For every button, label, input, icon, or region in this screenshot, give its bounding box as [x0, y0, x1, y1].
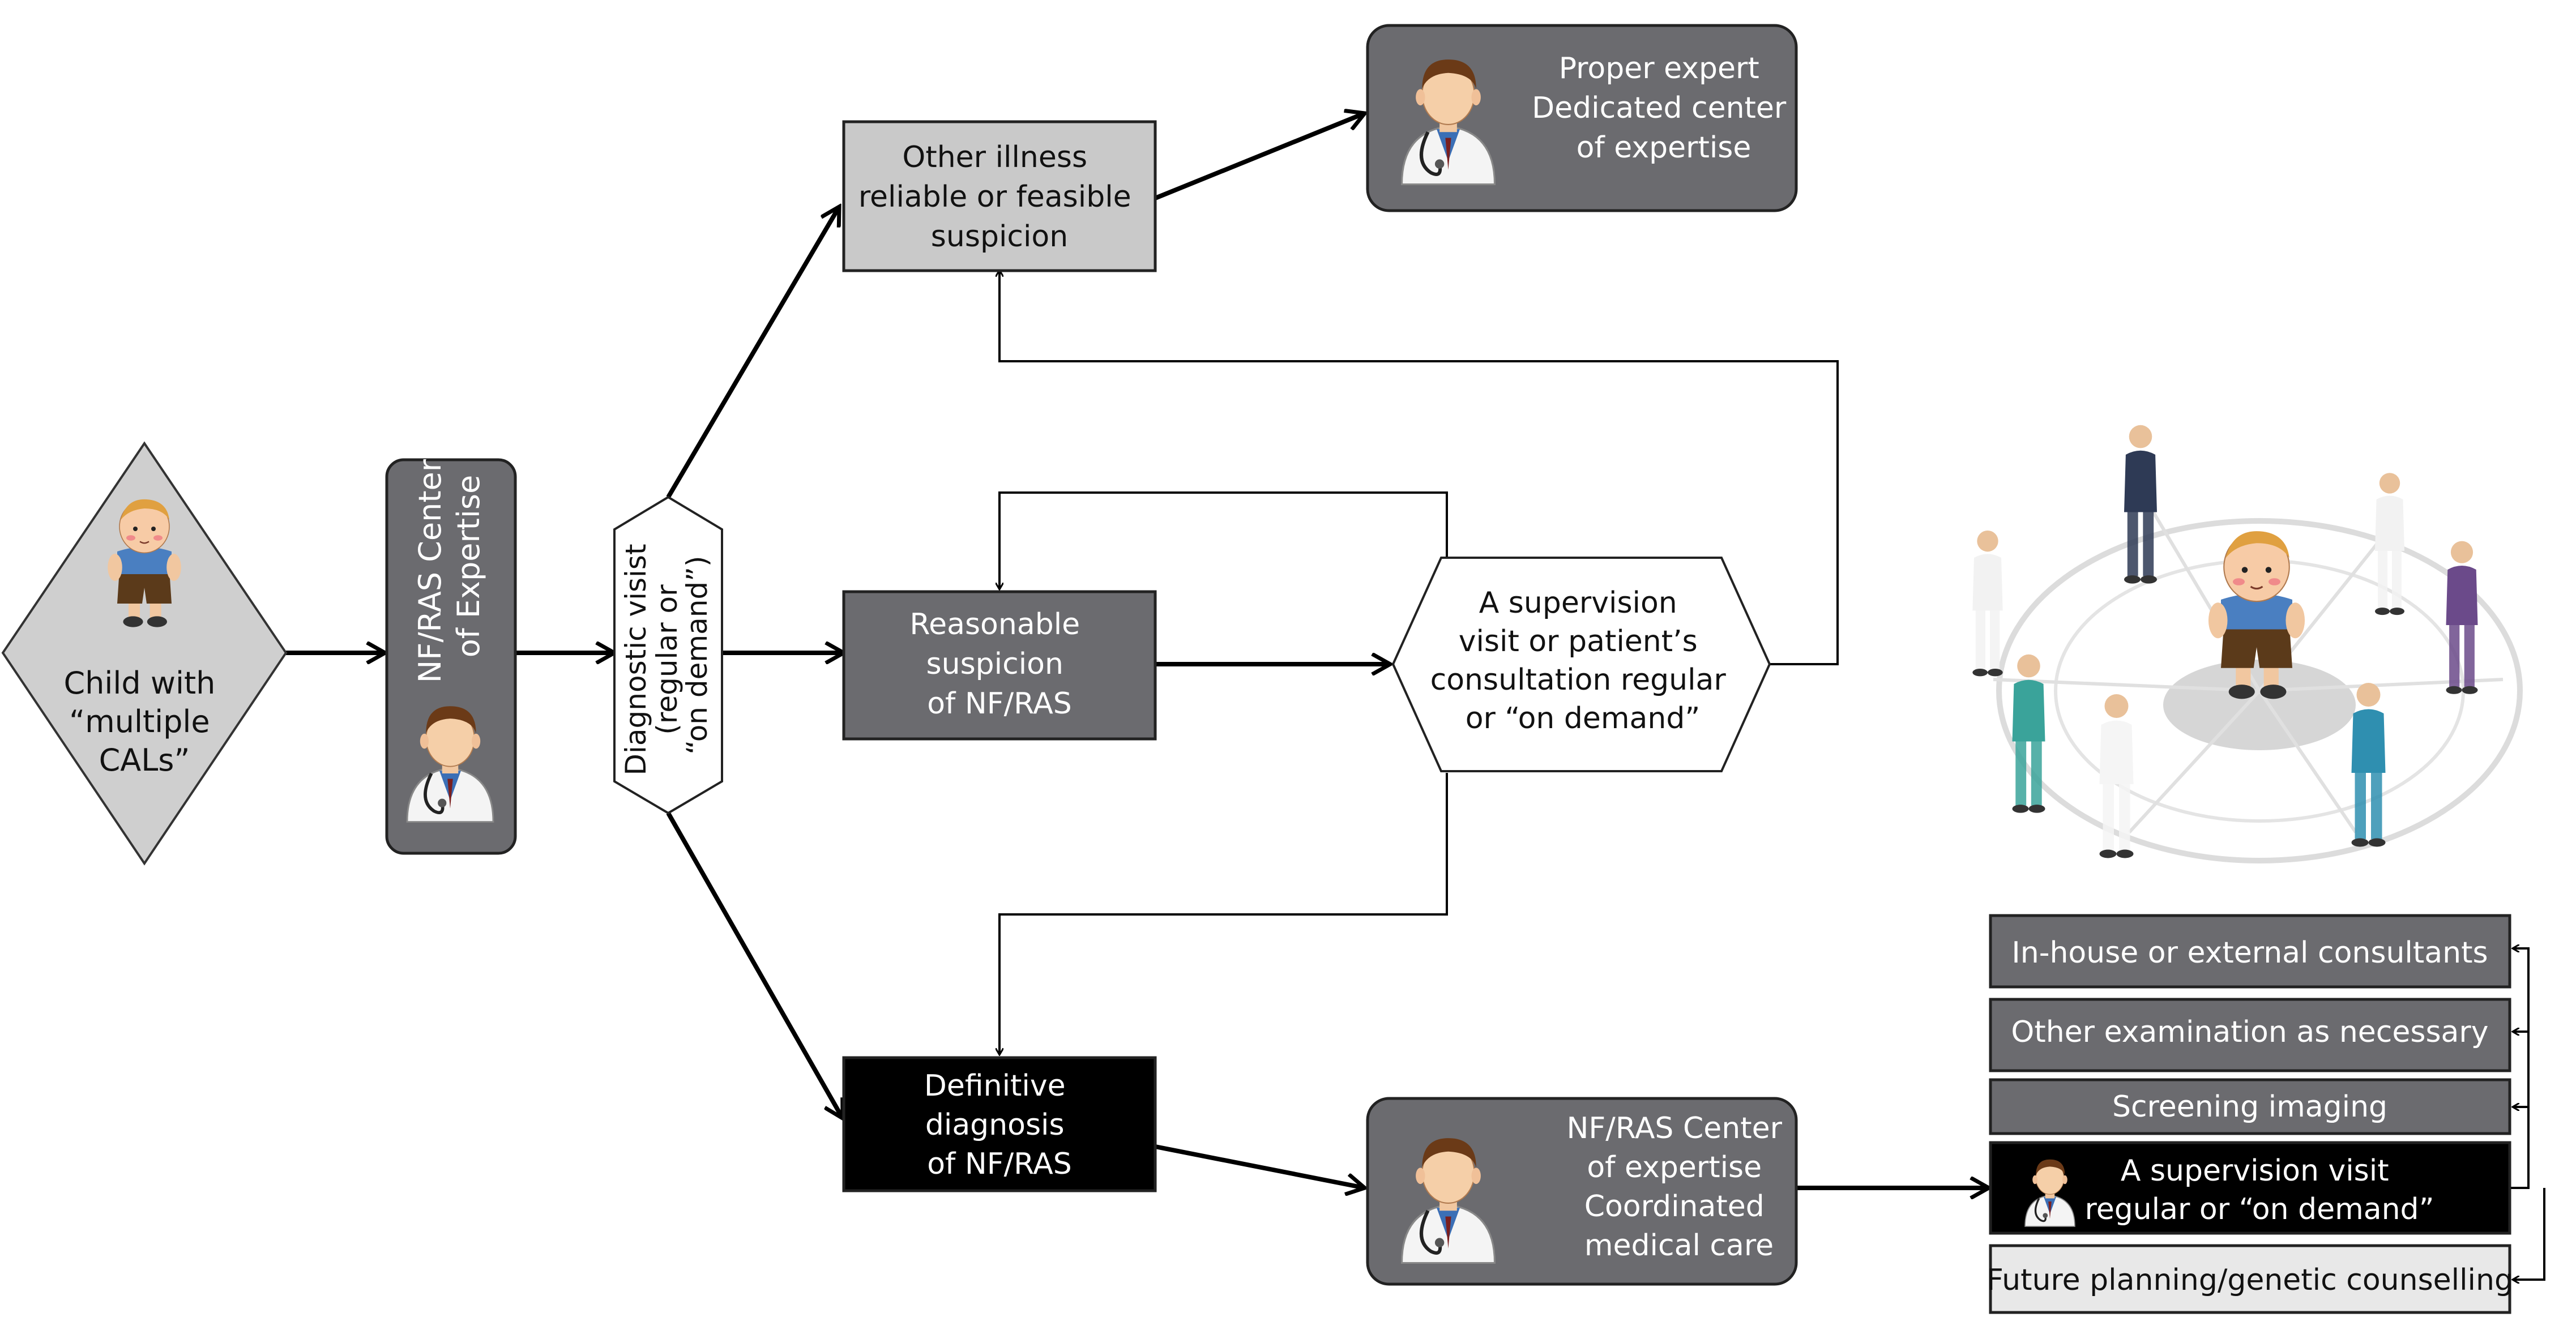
care-item-examination: Other examination as necessary [1989, 998, 2511, 1072]
coordinated-care-node: NF/RAS Center of expertise Coordinated m… [1366, 1097, 1798, 1286]
definitive-diagnosis-node: Definitive diagnosis of NF/RAS [842, 1056, 1157, 1192]
reasonable-suspicion-node: Reasonable suspicion of NF/RAS [842, 590, 1157, 741]
diagnostic-visit-node: Diagnostic visist (regular or “on demand… [613, 495, 723, 815]
person-icon [2124, 425, 2157, 584]
proper-expert-node: Proper expert Dedicated center of expert… [1366, 24, 1798, 212]
care-item-supervision: A supervision visit regular or “on deman… [1989, 1141, 2511, 1235]
child-node: Child with “multiple CALs” [1, 441, 288, 866]
care-item-label: In-house or external consultants [2011, 936, 2488, 970]
care-item-label: Other examination as necessary [2011, 1015, 2488, 1049]
care-list: In-house or external consultants Other e… [1987, 914, 2513, 1314]
coordinated-care-label: NF/RAS Center of expertise Coordinated m… [1566, 1111, 1791, 1263]
reasonable-suspicion-label: Reasonable suspicion of NF/RAS [909, 608, 1089, 721]
person-icon [1972, 531, 2003, 677]
care-item-future-planning: Future planning/genetic counselling [1987, 1244, 2513, 1314]
person-icon [2012, 654, 2045, 813]
care-item-label: Screening imaging [2112, 1090, 2387, 1124]
care-item-label: A supervision visit regular or “on deman… [2084, 1154, 2434, 1226]
center-expertise-node: NF/RAS Center of Expertise [385, 450, 517, 855]
diagnostic-visit-label: Diagnostic visist (regular or “on demand… [620, 535, 714, 776]
supervision-hex-label: A supervision visit or patient’s consult… [1430, 586, 1736, 736]
care-team-icon [1972, 425, 2523, 863]
definitive-diagnosis-label: Definitive diagnosis of NF/RAS [924, 1069, 1075, 1181]
center-expertise-label: NF/RAS Center of Expertise [412, 450, 486, 683]
other-illness-label: Other illness reliable or feasible suspi… [858, 140, 1140, 254]
supervision-hex-node: A supervision visit or patient’s consult… [1391, 557, 1771, 772]
child-label: Child with “multiple CALs” [63, 665, 225, 778]
connectors [286, 113, 2545, 1280]
care-item-label: Future planning/genetic counselling [1987, 1263, 2513, 1297]
other-illness-node: Other illness reliable or feasible suspi… [842, 120, 1157, 272]
care-item-imaging: Screening imaging [1989, 1078, 2511, 1135]
care-item-consultants: In-house or external consultants [1989, 914, 2511, 989]
person-icon [2375, 473, 2404, 615]
person-icon [2351, 683, 2386, 847]
proper-expert-label: Proper expert Dedicated center of expert… [1532, 52, 1796, 165]
